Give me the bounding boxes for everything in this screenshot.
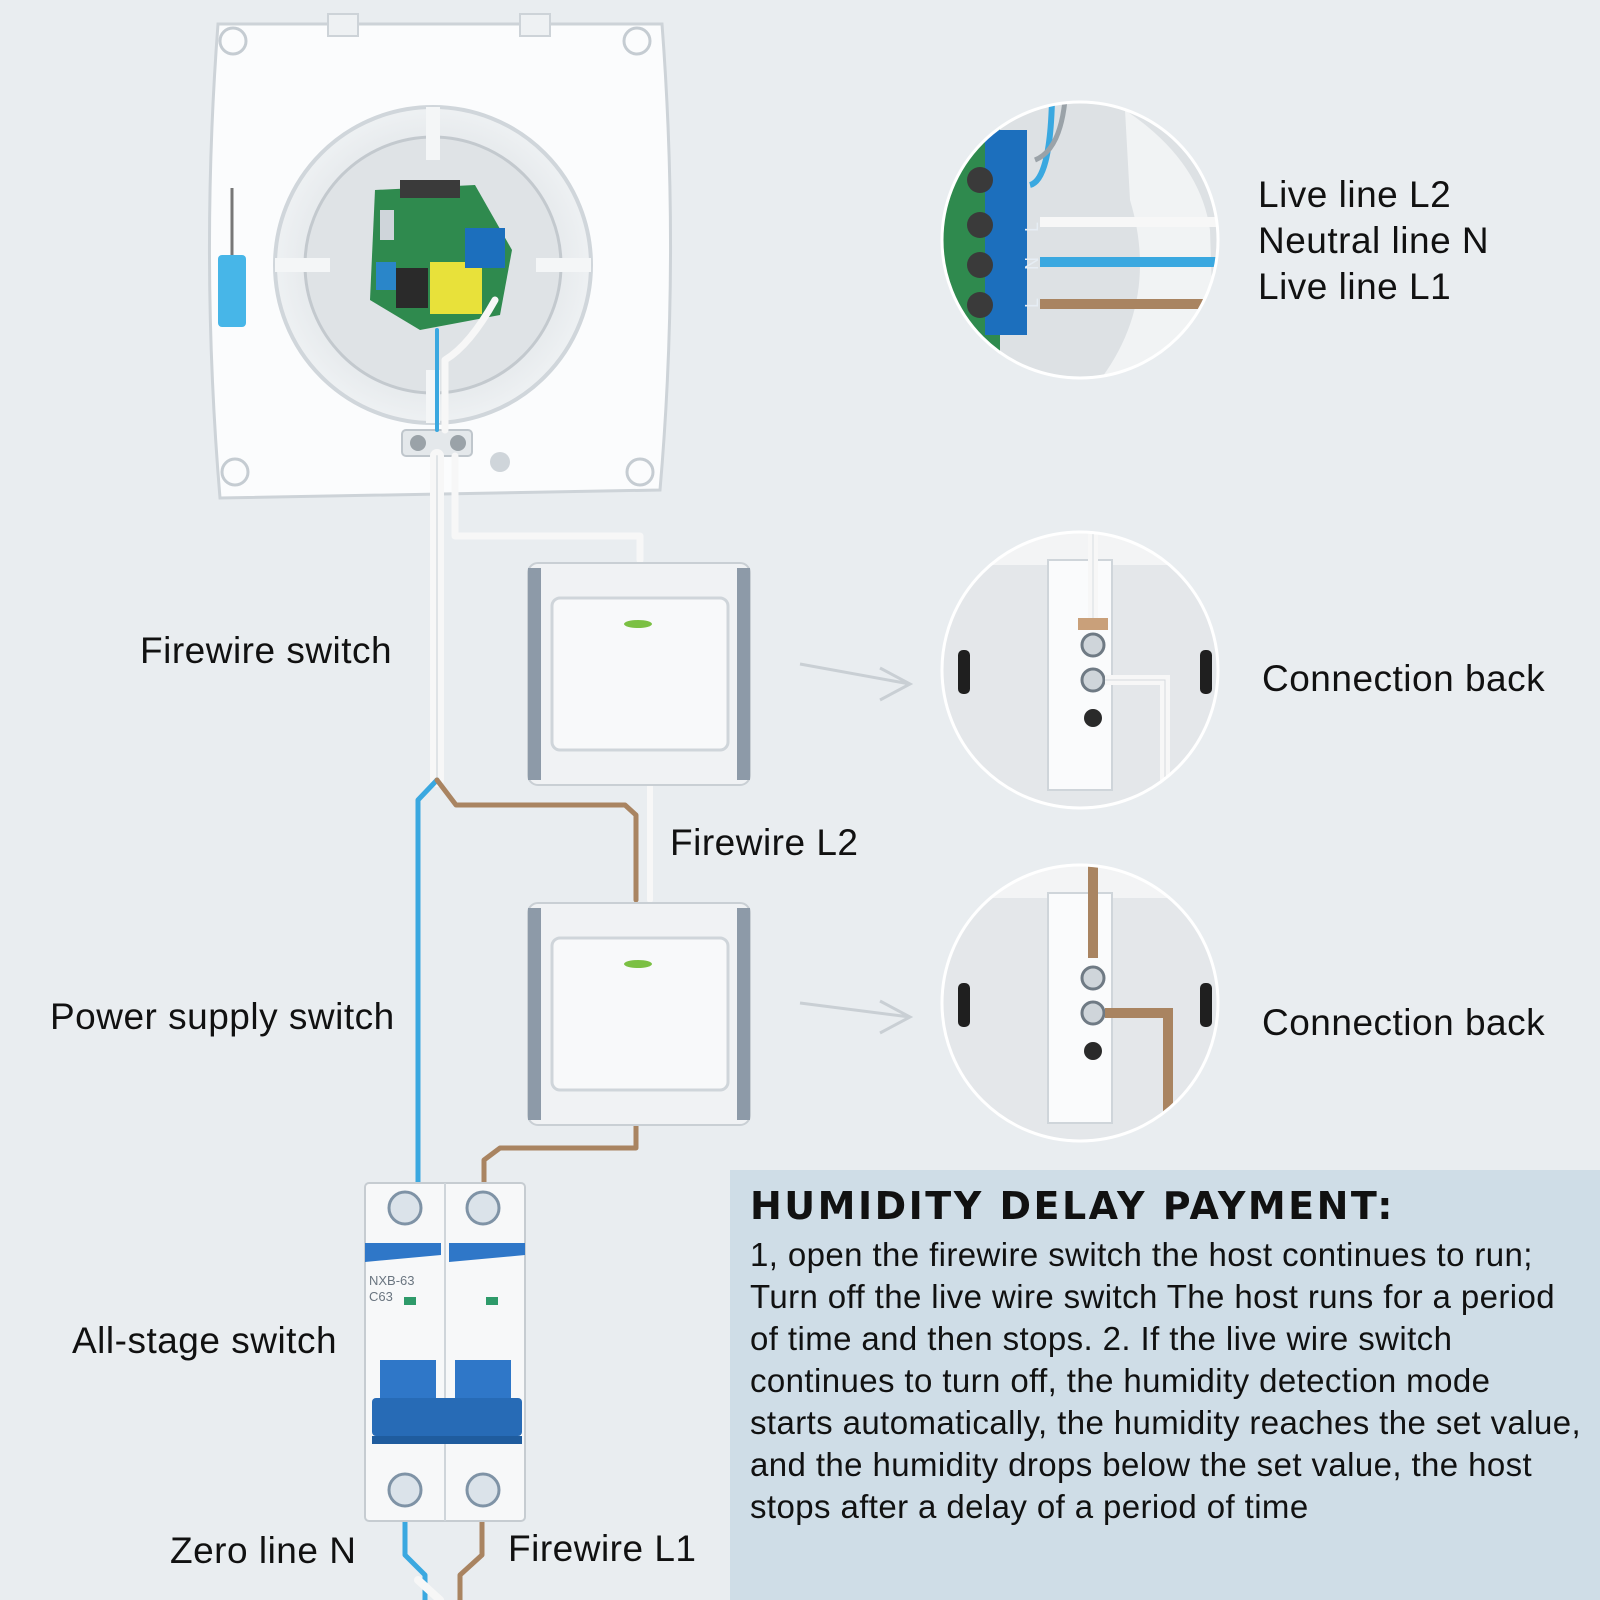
live-line-l1-label: Live line L1 — [1258, 266, 1452, 307]
firewire-l2-label: Firewire L2 — [670, 822, 859, 863]
connection-back-label-top: Connection back — [1262, 658, 1546, 699]
breaker-rating: C63 — [369, 1289, 393, 1304]
power-supply-switch-label: Power supply switch — [50, 996, 395, 1037]
breaker-model: NXB-63 — [369, 1273, 415, 1288]
live-line-l2-label: Live line L2 — [1258, 174, 1452, 215]
screwdriver-icon — [218, 255, 246, 327]
terminal-letter-n: N — [1022, 257, 1042, 270]
wire-legend: Live line L2 Neutral line N Live line L1 — [1258, 172, 1489, 310]
terminal-letter-l2: L — [1022, 222, 1042, 232]
terminal-letter-l1: L — [1022, 298, 1042, 308]
indicator-light-icon — [624, 620, 652, 628]
info-body: 1, open the firewire switch the host con… — [750, 1236, 1582, 1525]
connection-back-detail-bottom — [942, 865, 1218, 1141]
arrow-right-icon — [799, 662, 914, 1035]
connection-back-label-bottom: Connection back — [1262, 1002, 1546, 1043]
firewire-switch-label: Firewire switch — [140, 630, 393, 671]
info-title: HUMIDITY DELAY PAYMENT: — [750, 1184, 1395, 1228]
all-stage-switch-label: All-stage switch — [72, 1320, 338, 1361]
all-stage-breaker: NXB-63 C63 — [364, 1182, 526, 1522]
firewire-l1-label: Firewire L1 — [508, 1528, 697, 1569]
wires — [402, 296, 653, 1600]
neutral-line-n-label: Neutral line N — [1258, 220, 1490, 261]
indicator-light-icon — [624, 960, 652, 968]
power-supply-switch — [527, 902, 751, 1126]
zero-line-n-label: Zero line N — [170, 1530, 357, 1571]
info-box: HUMIDITY DELAY PAYMENT: 1, open the fire… — [730, 1170, 1600, 1600]
firewire-switch — [527, 562, 751, 786]
exhaust-fan — [207, 13, 673, 500]
